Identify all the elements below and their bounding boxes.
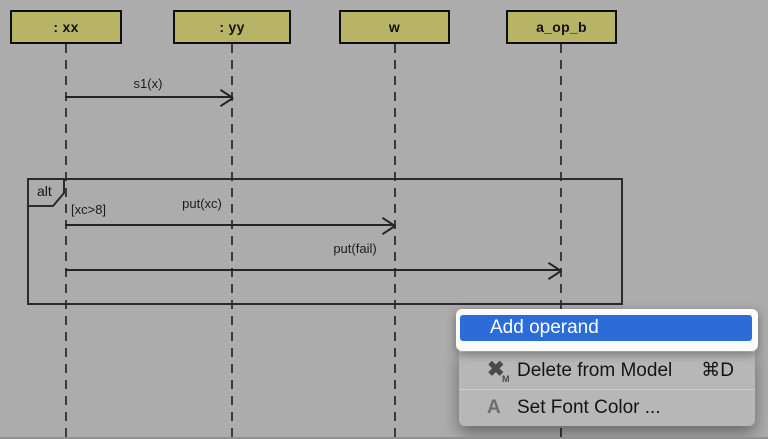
message-label-put-xc: put(xc) [182,196,222,211]
menu-item-label: Delete from Model [517,359,673,381]
message-arrow-put-xc[interactable] [65,224,394,226]
lifeline-head-xx[interactable]: : xx [10,10,122,44]
menu-shortcut-cmd-d: ⌘D [701,360,734,381]
font-color-icon: A [487,397,517,419]
lifeline-head-w[interactable]: w [339,10,450,44]
message-arrow-put-fail[interactable] [65,269,560,271]
lifeline-head-label: : yy [219,19,245,35]
lifeline-head-label: a_op_b [536,19,587,35]
lifeline-head-yy[interactable]: : yy [173,10,291,44]
delete-x-glyph: ✖ [487,358,505,381]
fragment-guard-label: [xc>8] [71,202,107,217]
lifeline-a-op-b[interactable] [560,44,562,437]
fragment-operator-label: alt [37,183,52,199]
menu-item-set-font-color[interactable]: A Set Font Color ... [459,389,755,426]
context-menu: ✖ M Delete from Model ⌘D A Set Font Colo… [459,351,755,426]
context-menu-top-section: Add operand [456,309,758,351]
font-a-glyph: A [487,397,501,418]
alt-fragment[interactable]: alt [xc>8] [27,178,623,305]
delete-m-subscript: M [502,374,510,384]
lifeline-yy[interactable] [231,44,233,437]
lifeline-xx[interactable] [65,44,67,437]
delete-from-model-icon: ✖ M [487,358,517,384]
message-arrow-s1[interactable] [65,96,232,98]
lifeline-head-label: w [388,19,401,35]
lifeline-head-label: : xx [53,19,79,35]
menu-item-label: Add operand [490,317,599,338]
message-label-s1: s1(x) [133,76,163,91]
menu-item-label: Set Font Color ... [517,397,661,418]
menu-item-add-operand[interactable]: Add operand [460,315,752,341]
lifeline-head-a-op-b[interactable]: a_op_b [506,10,617,44]
message-label-put-fail: put(fail) [333,241,377,256]
alt-pentagon-shape [27,178,65,207]
lifeline-w[interactable] [394,44,396,437]
menu-item-delete-from-model[interactable]: ✖ M Delete from Model ⌘D [459,352,755,389]
